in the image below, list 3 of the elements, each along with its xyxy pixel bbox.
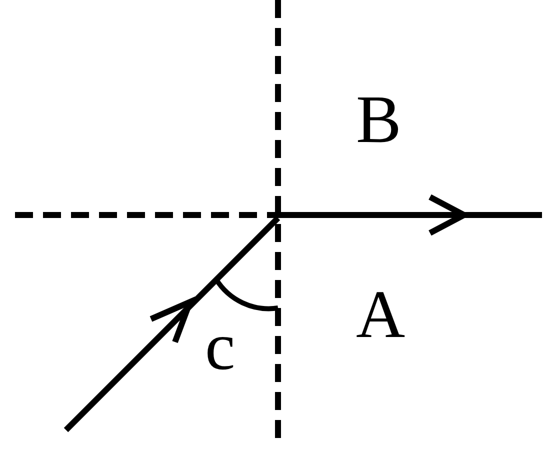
- region-label: B: [356, 85, 402, 153]
- region-label: c: [205, 312, 236, 380]
- region-label: A: [356, 280, 406, 348]
